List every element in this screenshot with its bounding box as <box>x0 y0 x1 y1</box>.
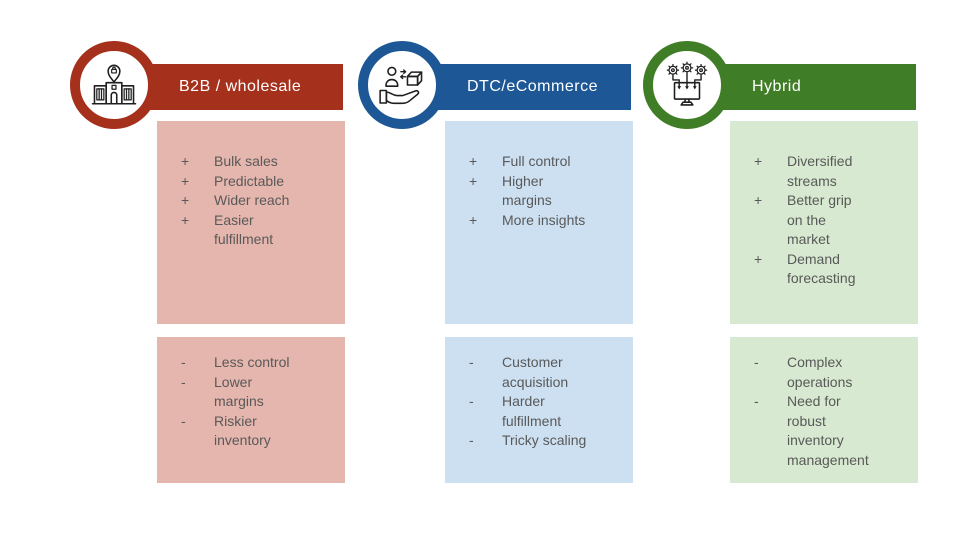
list-item-text: Demand forecasting <box>787 250 856 287</box>
pro-item: + Wider reach <box>181 191 335 211</box>
list-marker: - <box>754 393 759 409</box>
list-item-text: Bulk sales <box>214 153 278 169</box>
list-item-text: Easier fulfillment <box>214 211 274 248</box>
column-title: Hybrid <box>752 78 802 95</box>
pro-item: + Better grip on the market <box>754 191 908 250</box>
list-item-text: Lower margins <box>214 373 264 410</box>
list-item-text: More insights <box>502 211 586 228</box>
list-item-text: Tricky scaling <box>502 432 587 448</box>
pros-box: + Bulk sales + Predictable + Wider reach + Easi… <box>157 121 345 324</box>
list-item-text: Less control <box>214 354 290 370</box>
list-marker: + <box>181 211 190 228</box>
list-item-text: Wider reach <box>214 192 290 208</box>
column-title: DTC/eCommerce <box>467 78 598 95</box>
column-title: B2B / wholesale <box>179 78 302 95</box>
list-marker: + <box>754 192 763 208</box>
badge-circle <box>70 41 158 129</box>
con-item: - Harder fulfillment <box>469 392 623 431</box>
column-hybrid: Hybrid +Diversified streams+Better <box>643 41 918 491</box>
con-item: - Riskier inventory <box>181 412 335 451</box>
list-marker: + <box>181 192 190 208</box>
pro-item: + Full control <box>469 152 623 172</box>
cons-box: - Less control - Lower margins - Riskier inve… <box>157 337 345 483</box>
list-marker: + <box>754 153 763 169</box>
list-marker: - <box>469 432 474 448</box>
con-item: - Complex operations <box>754 353 908 392</box>
list-marker: - <box>469 354 474 370</box>
pro-item: + Diversified streams <box>754 152 908 191</box>
gears-into-monitor-icon <box>666 61 708 106</box>
list-item-text: Need for robust inventory management <box>787 393 869 468</box>
list-marker: - <box>754 354 759 370</box>
pros-box: + Full control + Higher margins + More insigh… <box>445 121 633 324</box>
list-item-text: Harder fulfillment <box>502 393 562 429</box>
badge-circle <box>358 41 446 129</box>
con-item: - Less control <box>181 353 335 373</box>
con-item: - Need for robust inventory management <box>754 392 908 470</box>
list-item-text: Predictable <box>214 172 285 189</box>
list-marker: + <box>754 250 763 267</box>
cons-box: - Complex operations - Need for robust inve… <box>730 337 918 483</box>
list-marker: - <box>181 373 186 390</box>
column-dtc-ecommerce: DTC/eCommerce + Full control + Higher margi… <box>358 41 633 491</box>
list-marker: - <box>181 354 186 370</box>
pro-item: + More insights <box>469 211 623 231</box>
list-marker: - <box>181 412 186 429</box>
list-item-text: Higher margins <box>502 172 552 209</box>
column-b2b-wholesale: B2B / wholesale +Bulk sales+Predictable+… <box>70 41 345 491</box>
pros-box: + Diversified streams + Better grip on the … <box>730 121 918 324</box>
list-item-text: Better grip on the market <box>787 192 852 247</box>
pro-item: + Demand forecasting <box>754 250 908 289</box>
warehouse-location-pin-icon <box>91 64 137 105</box>
con-item: - Lower margins <box>181 373 335 412</box>
pro-item: + Easier fulfillment <box>181 211 335 250</box>
list-marker: + <box>181 153 190 169</box>
list-item-text: Diversified streams <box>787 153 853 189</box>
con-item: - Customer acquisition <box>469 353 623 392</box>
list-item-text: Full control <box>502 153 571 169</box>
cons-box: - Customer acquisition - Harder fulfillment… <box>445 337 633 483</box>
list-marker: + <box>181 172 190 189</box>
badge-circle <box>643 41 731 129</box>
pro-item: + Predictable <box>181 172 335 192</box>
list-item-text: Riskier inventory <box>214 412 271 449</box>
pro-item: + Higher margins <box>469 172 623 211</box>
hand-delivery-customer-package-icon <box>379 66 423 105</box>
list-marker: + <box>469 172 478 189</box>
pro-item: + Bulk sales <box>181 152 335 172</box>
con-item: - Tricky scaling <box>469 431 623 451</box>
list-item-text: Complex operations <box>787 354 853 390</box>
list-marker: + <box>469 153 478 169</box>
list-marker: + <box>469 211 478 228</box>
list-item-text: Customer acquisition <box>502 354 569 390</box>
list-marker: - <box>469 393 474 409</box>
